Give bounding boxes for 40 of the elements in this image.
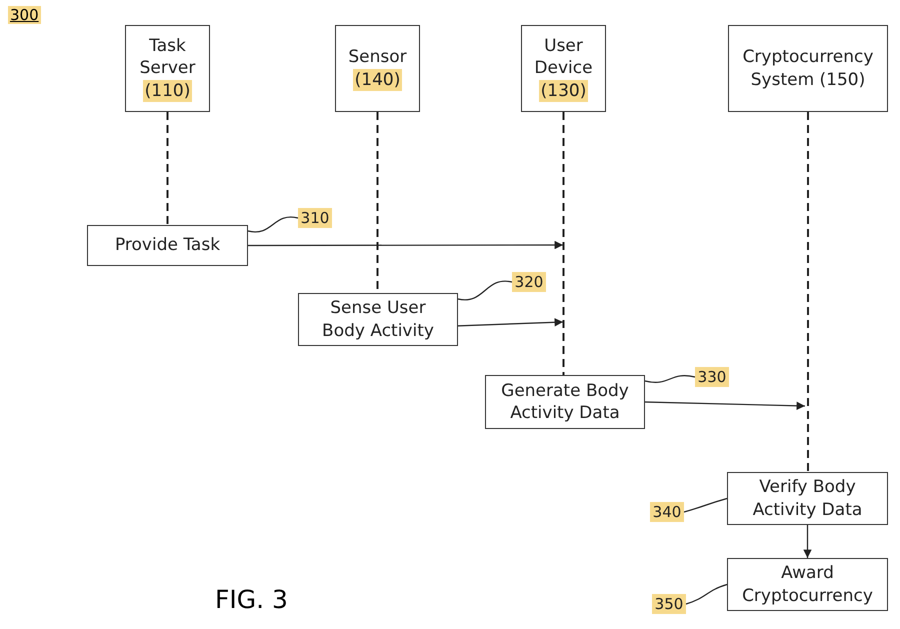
node-text: Provide Task bbox=[114, 234, 220, 257]
reference-number: (140) bbox=[352, 68, 402, 91]
leader-line bbox=[644, 375, 696, 383]
process-box bbox=[727, 472, 888, 525]
lifeline bbox=[807, 112, 809, 472]
arrow bbox=[458, 318, 564, 326]
participant-box bbox=[521, 25, 606, 112]
node-text: Cryptocurrency System (150) bbox=[742, 46, 874, 91]
reference-number: 340 bbox=[650, 502, 684, 522]
reference-number: (110) bbox=[142, 80, 192, 102]
reference-number: (130) bbox=[538, 80, 588, 102]
node-text: Generate Body Activity Data bbox=[500, 380, 630, 424]
process-box bbox=[727, 558, 888, 611]
lifeline bbox=[166, 112, 168, 225]
process-box bbox=[298, 293, 458, 346]
node-text: Sensor bbox=[348, 46, 407, 68]
reference-number: 330 bbox=[695, 367, 729, 387]
reference-number: 310 bbox=[298, 208, 332, 228]
node-text: Sense User Body Activity bbox=[321, 297, 435, 342]
leader-line bbox=[686, 584, 728, 605]
leader-line bbox=[684, 498, 728, 513]
arrow bbox=[248, 240, 563, 250]
lifeline bbox=[562, 112, 564, 375]
participant-box bbox=[728, 25, 888, 112]
reference-number: 350 bbox=[652, 594, 686, 614]
figure-number: 300 bbox=[8, 6, 41, 24]
leader-line bbox=[458, 280, 512, 300]
arrow bbox=[803, 525, 812, 558]
process-box bbox=[87, 225, 248, 266]
arrow bbox=[644, 401, 806, 410]
node-text: Verify Body Activity Data bbox=[752, 476, 864, 521]
participant-box bbox=[125, 25, 210, 112]
process-box bbox=[485, 375, 645, 429]
figure-caption: FIG. 3 bbox=[215, 585, 288, 614]
node-text: Award Cryptocurrency bbox=[741, 562, 874, 607]
reference-number: 320 bbox=[512, 272, 546, 292]
node-text: User Device bbox=[533, 35, 594, 80]
leader-line bbox=[248, 216, 298, 232]
participant-box bbox=[335, 25, 420, 112]
node-text: Task Server bbox=[138, 35, 196, 80]
